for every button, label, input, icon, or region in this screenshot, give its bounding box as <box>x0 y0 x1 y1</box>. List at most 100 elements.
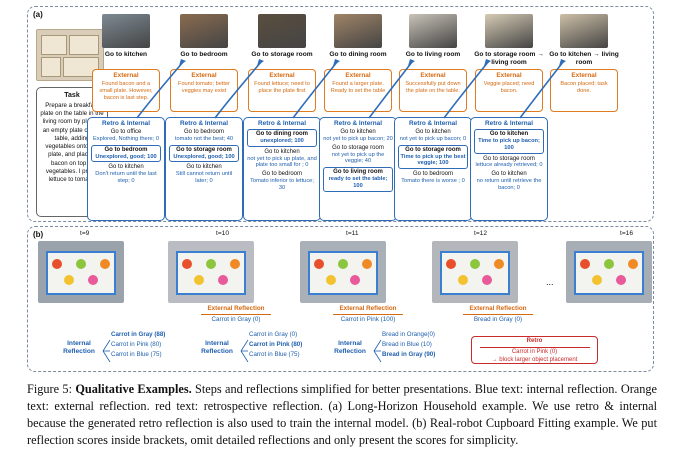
step-thumbnail <box>485 14 533 48</box>
time-label: t=16 <box>620 230 634 237</box>
external-text: Found a larger plate. Ready to set the t… <box>330 81 386 94</box>
internal-reflection-label: Internal Reflection <box>201 340 233 355</box>
step-thumbnail <box>180 14 228 48</box>
step-thumbnail <box>102 14 150 48</box>
score: Carrot in Blue (75) <box>111 351 162 359</box>
time-label: t=9 <box>80 230 90 237</box>
step-action: Go to storage room → living room <box>474 51 544 66</box>
external-text: Found bacon and a small plate. However, … <box>99 81 153 101</box>
external-text: Bacon placed; task done. <box>560 81 608 94</box>
panel-a-label: (a) <box>33 10 43 19</box>
external-head: External <box>113 72 139 79</box>
candidate-action: Go to kitchen <box>108 164 144 171</box>
external-text: Found tomato; better veggies may exist <box>178 81 230 94</box>
candidate-evaluation: tomato not the best; 40 <box>174 135 234 142</box>
retro-internal-head: Retro & Internal <box>102 120 150 127</box>
house-floorplan-image <box>36 29 104 81</box>
step-action: Go to kitchen <box>104 51 148 58</box>
internal-reflection-label: Internal Reflection <box>63 340 95 355</box>
step-thumbnail <box>258 14 306 48</box>
retro-internal-head: Retro & Internal <box>485 120 533 127</box>
candidate-evaluation: Unexplored, good; 100 <box>173 153 235 160</box>
step-action: Go to storage room <box>251 51 313 58</box>
retro-internal-head: Retro & Internal <box>334 120 382 127</box>
candidate-action: Go to living room <box>333 169 383 176</box>
external-text: Veggie placed; need bacon. <box>483 81 535 94</box>
external-head: External <box>420 72 446 79</box>
candidate-action: Go to storage room <box>483 155 535 162</box>
retro-line-1: Carrot in Pink (0) <box>511 348 558 355</box>
retro-line-2: → block larger object placement <box>491 356 578 363</box>
retro-internal-box: Retro & Internal Go to kitchen Time to pic… <box>470 117 548 221</box>
candidate-evaluation: not yet to pick up bacon; 20 <box>323 135 393 142</box>
selected-score: Carrot in Gray (88) <box>111 331 166 338</box>
retro-internal-head: Retro & Internal <box>409 120 457 127</box>
external-text: Successfully put down the plate on the t… <box>405 81 461 94</box>
step-thumbnail <box>560 14 608 48</box>
robot-frame-image <box>300 241 386 303</box>
external-head: External <box>571 72 597 79</box>
step-action: Go to bedroom <box>180 51 228 58</box>
task-title: Task <box>64 92 80 99</box>
score: Carrot in Blue (75) <box>249 351 300 359</box>
candidate-action: Go to bedroom <box>261 171 303 178</box>
candidate-evaluation: unexplored; 100 <box>260 137 304 144</box>
internal-scores: Carrot in Gray (88) Carrot in Pink (80) Ca… <box>111 330 165 361</box>
robot-frame-image <box>566 241 652 303</box>
candidate-evaluation: lettuce already retrieved; 0 <box>475 162 543 169</box>
robot-frame-image <box>38 241 124 303</box>
candidate-evaluation: Unexplored, good; 100 <box>95 153 157 160</box>
external-reflection-value: Carrot in Pink (100) <box>340 316 396 324</box>
step-action: Go to dining room <box>329 51 387 58</box>
internal-reflection-label: Internal Reflection <box>334 340 366 355</box>
step-action: Go to living room <box>405 51 461 58</box>
caption-title: Qualitative Examples. <box>75 382 192 396</box>
candidate-action: Go to kitchen <box>491 171 527 178</box>
external-reflection-head: External Reflection <box>207 305 265 312</box>
external-text: Found lettuce; need to place the plate f… <box>254 81 310 94</box>
candidate-action: Go to storage room <box>405 146 461 153</box>
selected-score: Carrot in Pink (80) <box>249 341 303 349</box>
candidate-evaluation: Explored, Nothing there; 0 <box>92 135 160 142</box>
candidate-evaluation: not yet to pick up plate, and plate too … <box>247 155 317 169</box>
external-head: External <box>496 72 522 79</box>
external-reflection-value: Bread in Gray (0) <box>473 316 523 324</box>
ellipsis: ... <box>546 277 554 287</box>
internal-scores: Carrot in Gray (0)Carrot in Pink (80)Car… <box>249 330 302 361</box>
candidate-evaluation: Tomato there is worse ; 0 <box>401 178 465 185</box>
candidate-evaluation: Time to pick up bacon; 100 <box>478 137 540 151</box>
time-label: t=12 <box>474 230 488 237</box>
retro-internal-head: Retro & Internal <box>180 120 228 127</box>
task-text: Prepare a breakfast plate on the table i… <box>40 102 104 183</box>
figure-caption: Figure 5: Qualitative Examples. Steps an… <box>27 381 657 449</box>
candidate-action: Go to storage room <box>176 146 232 153</box>
candidate-evaluation: Time to pick up the best veggie; 100 <box>400 153 466 167</box>
candidate-action: Go to storage room <box>332 144 384 151</box>
candidate-action: Go to bedroom <box>412 171 454 178</box>
score: Carrot in Pink (80) <box>111 341 162 349</box>
candidate-evaluation: Still cannot return until later; 0 <box>175 171 233 185</box>
internal-scores: Bread in Orange(0)Bread in Blue (10)Brea… <box>382 330 435 361</box>
